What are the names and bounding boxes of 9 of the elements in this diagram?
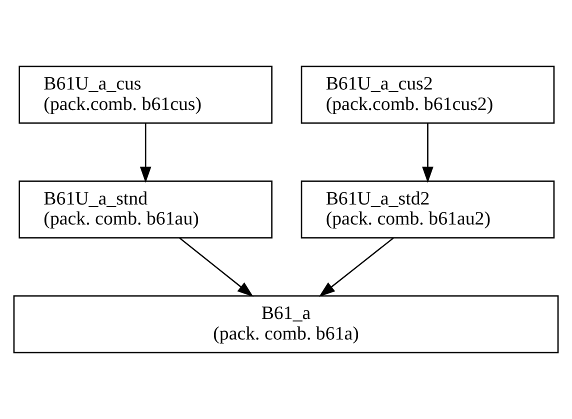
arrow [140,123,152,183]
arrow [179,237,254,297]
node-box: B61_a (pack. comb. b61a) [13,295,559,354]
node-box: B61U_a_std2 (pack. comb. b61au2) [300,180,555,239]
arrow [422,123,434,183]
arrow [318,237,394,297]
node-box: B61U_a_cus (pack.comb. b61cus) [18,66,272,124]
node-box: B61U_a_stnd (pack. comb. b61au) [18,180,272,239]
node-box: B61U_a_cus2 (pack.comb. b61cus2) [300,66,555,124]
